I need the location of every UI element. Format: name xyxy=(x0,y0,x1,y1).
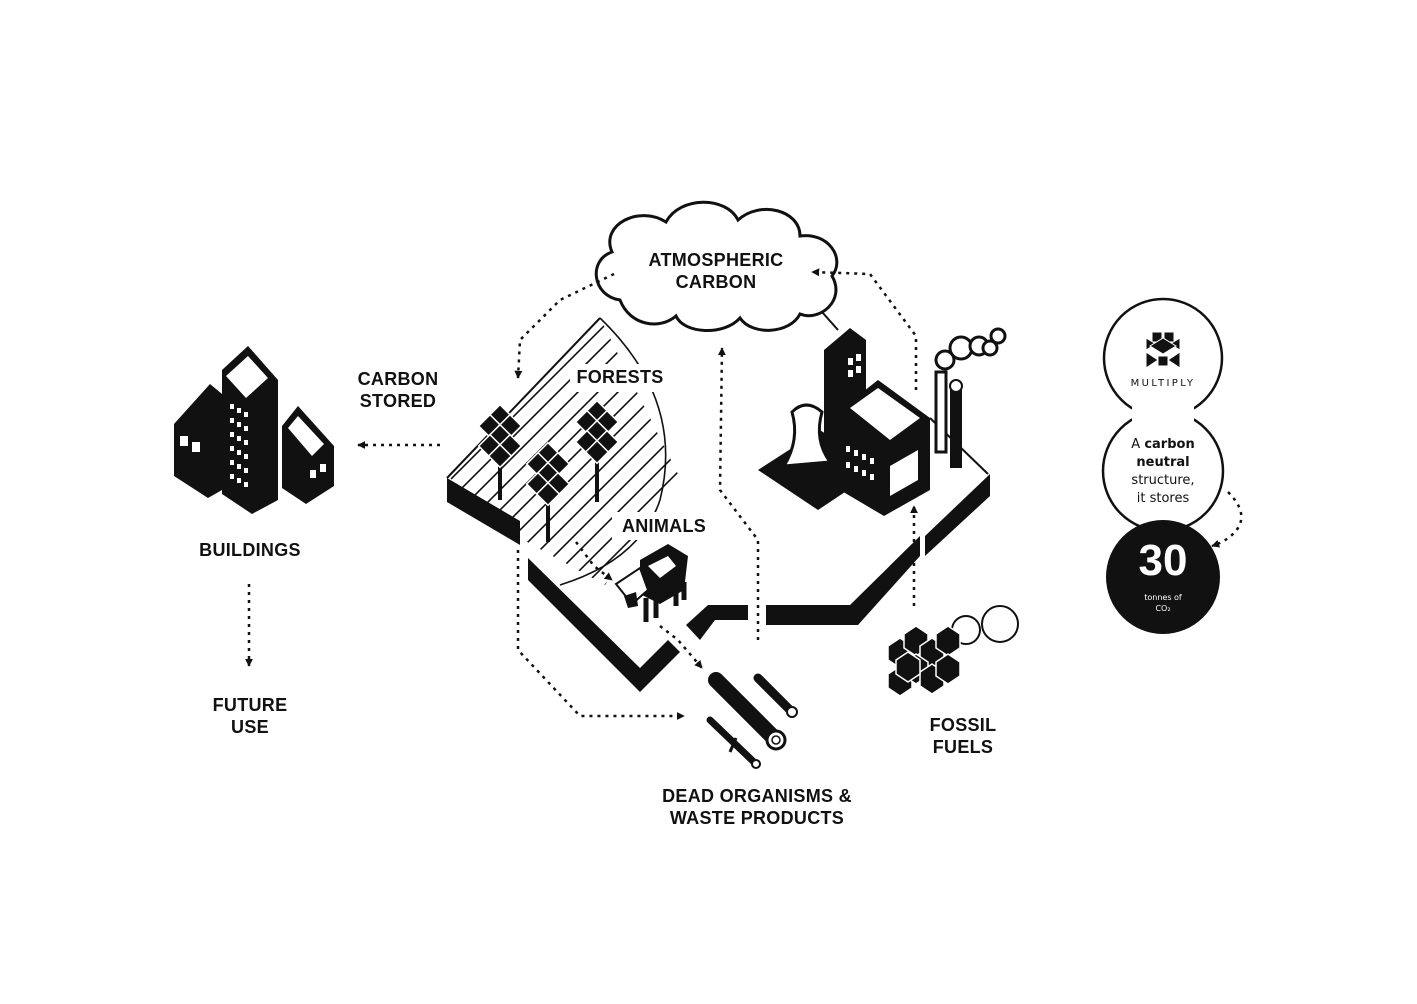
label-future-use: FUTURE USE xyxy=(212,695,288,737)
arrow-atmosphere-to-forest xyxy=(514,272,615,379)
arrow-factory-to-atmosphere xyxy=(811,268,918,390)
label-carbon-stored: CARBON STORED xyxy=(357,369,439,411)
arrow-forest-to-waste xyxy=(516,550,685,720)
arrow-badge-to-stat xyxy=(1211,491,1243,548)
logs-icon xyxy=(706,672,798,769)
cow-icon xyxy=(614,544,688,622)
flow-arrows xyxy=(245,268,1243,720)
label-animals: ANIMALS xyxy=(621,516,707,536)
cloud-icon xyxy=(594,200,839,332)
label-dead-organisms: DEAD ORGANISMS & WASTE PRODUCTS xyxy=(662,786,852,828)
arrow-decay-to-atmosphere xyxy=(717,347,760,640)
stat-unit: tonnes of CO₂ xyxy=(1144,593,1182,613)
label-forests: FORESTS xyxy=(576,367,664,387)
fossil-fuel-icon xyxy=(887,605,1019,697)
buildings-icon xyxy=(174,346,334,514)
badge-note: A carbon neutral structure, it stores xyxy=(1131,437,1195,506)
label-atmospheric-carbon: ATMOSPHERIC CARBON xyxy=(648,250,784,292)
label-buildings: BUILDINGS xyxy=(199,540,301,560)
brand-name: MULTIPLY xyxy=(1130,378,1196,389)
factory-icon xyxy=(758,327,1007,516)
arrow-forest-to-animals xyxy=(575,541,613,581)
stat-value: 30 xyxy=(1138,536,1188,585)
label-fossil-fuels: FOSSIL FUELS xyxy=(929,715,997,757)
forest-icon xyxy=(477,399,620,542)
multiply-badge xyxy=(1101,297,1225,634)
multiply-logo-icon xyxy=(1145,331,1181,369)
